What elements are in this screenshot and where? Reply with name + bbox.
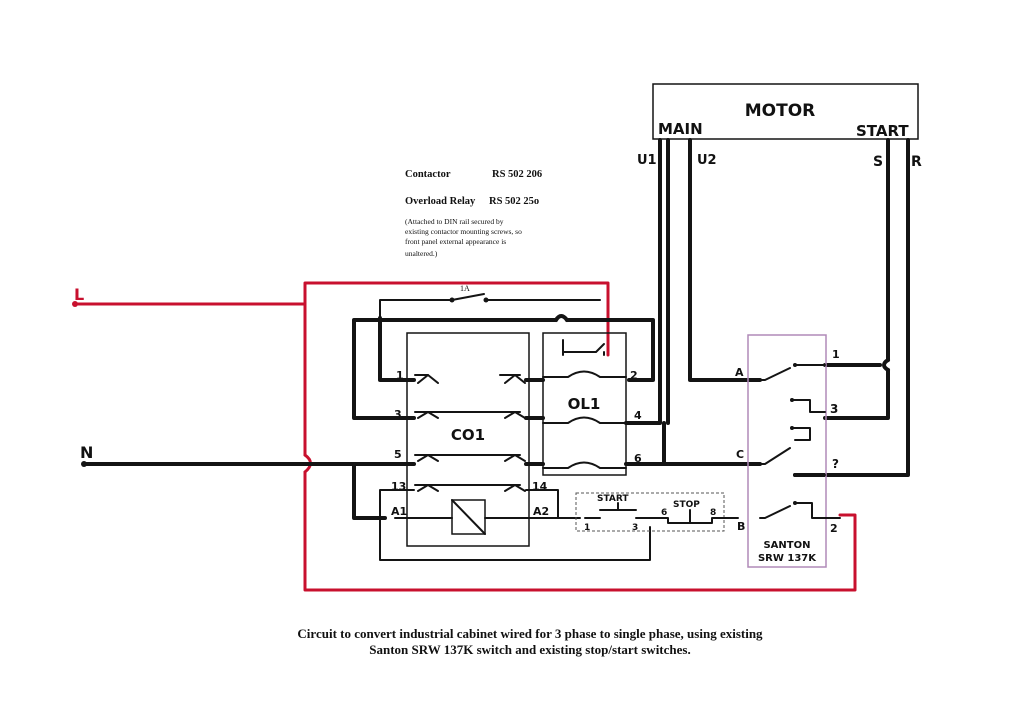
u2-label: U2 bbox=[697, 153, 717, 168]
fuse-wire-left bbox=[379, 299, 451, 319]
switch-output-2: 2 bbox=[830, 522, 838, 535]
start-button-contact bbox=[584, 502, 651, 519]
component-notes: Contactor RS 502 206 Overload Relay RS 5… bbox=[405, 169, 542, 258]
terminal-13: 13 bbox=[391, 480, 406, 493]
s-hop bbox=[882, 358, 890, 372]
fuse-contact bbox=[451, 293, 485, 301]
motor-box bbox=[652, 83, 919, 140]
stop-button-label: STOP bbox=[673, 500, 700, 510]
ol-4-to-u1 bbox=[624, 138, 662, 425]
overload-terminal-6: 6 bbox=[634, 452, 642, 465]
diagram-caption: Circuit to convert industrial cabinet wi… bbox=[200, 626, 860, 658]
overload-note-label: Overload Relay bbox=[405, 196, 476, 207]
overload-terminal-2: 2 bbox=[630, 369, 638, 382]
overload-ol1: OL1 2 4 6 bbox=[542, 332, 642, 476]
switch-input-b: B bbox=[737, 520, 745, 533]
switch-input-c: C bbox=[736, 448, 744, 461]
terminal-5: 5 bbox=[394, 448, 402, 461]
fuse-label: 1A bbox=[460, 284, 470, 293]
switch-name-1: SANTON bbox=[763, 540, 810, 551]
button-terminal-8: 8 bbox=[710, 508, 716, 518]
contactor-note-part: RS 502 206 bbox=[492, 169, 542, 180]
main-winding-label: MAIN bbox=[658, 120, 703, 138]
top-bus bbox=[372, 318, 655, 382]
contactor-box bbox=[406, 332, 530, 547]
switch-pole-a bbox=[759, 364, 826, 413]
terminal-1: 1 bbox=[396, 369, 404, 382]
contact-row-5 bbox=[414, 454, 526, 462]
stop-button-contact bbox=[649, 509, 739, 524]
start-button-label: START bbox=[597, 494, 629, 504]
motor: MOTOR MAIN START U1 U2 S R bbox=[637, 83, 922, 170]
button-terminal-6: 6 bbox=[661, 508, 667, 518]
switch-output-1: 1 bbox=[832, 348, 840, 361]
overload-terminal-4: 4 bbox=[634, 409, 642, 422]
contact-row-3 bbox=[414, 411, 526, 419]
power-wiring bbox=[352, 138, 910, 561]
caption-line-2: Santon SRW 137K switch and existing stop… bbox=[369, 642, 691, 657]
r-wire bbox=[793, 138, 910, 477]
neutral-terminal bbox=[81, 461, 87, 467]
buttons-box bbox=[575, 492, 725, 532]
aux-13-wire bbox=[379, 489, 651, 561]
switch-input-a: A bbox=[735, 366, 744, 379]
start-winding-label: START bbox=[856, 122, 909, 140]
mounting-note-3: front panel external appearance is bbox=[405, 237, 506, 246]
coil-diagonal bbox=[451, 499, 486, 535]
r-label: R bbox=[911, 154, 922, 170]
contact-row-13 bbox=[414, 484, 526, 492]
switch-output-unknown: ? bbox=[832, 457, 839, 471]
terminal-a1: A1 bbox=[391, 505, 407, 518]
switch-pole-c bbox=[759, 427, 826, 476]
line-label: L bbox=[74, 285, 84, 304]
switch-pole-b bbox=[759, 502, 841, 519]
start-stop-buttons: START STOP 1 3 6 8 bbox=[575, 492, 739, 533]
neutral-to-a1 bbox=[352, 462, 387, 520]
overload-label: OL1 bbox=[568, 395, 601, 413]
contactor-label: CO1 bbox=[451, 426, 485, 444]
overload-box bbox=[542, 332, 627, 476]
mounting-note-4: unaltered.) bbox=[405, 249, 438, 258]
switch-name-2: SRW 137K bbox=[758, 553, 817, 564]
neutral-label: N bbox=[80, 443, 93, 462]
top-bus-hop bbox=[554, 314, 569, 322]
terminal-a2: A2 bbox=[533, 505, 549, 518]
l-bus-vertical bbox=[303, 302, 857, 592]
overload-aux-contact bbox=[562, 339, 605, 356]
contact-row-1 bbox=[414, 374, 526, 384]
motor-label: MOTOR bbox=[745, 101, 816, 121]
s-wire bbox=[823, 138, 890, 420]
loop-left bbox=[352, 318, 416, 420]
overload-heater-1 bbox=[542, 370, 627, 378]
santon-switch: A C B 1 3 ? 2 SANTON SRW 137K bbox=[735, 334, 841, 568]
aux-14-wire bbox=[525, 489, 559, 519]
terminal-14: 14 bbox=[532, 480, 548, 493]
u1-label: U1 bbox=[637, 153, 657, 168]
overload-heater-2 bbox=[542, 416, 627, 424]
switch-box bbox=[747, 334, 827, 568]
switch-output-3: 3 bbox=[830, 402, 838, 416]
loop-to-terminal-1 bbox=[378, 316, 416, 382]
mounting-note-2: existing contactor mounting screws, so bbox=[405, 227, 522, 236]
fuse-pin-left bbox=[449, 297, 455, 303]
l-terminal bbox=[72, 301, 78, 307]
fuse-pin-right bbox=[483, 297, 489, 303]
overload-heater-3 bbox=[542, 461, 627, 469]
line-wiring bbox=[72, 281, 857, 592]
s-label: S bbox=[873, 154, 883, 170]
button-terminal-3: 3 bbox=[632, 523, 638, 533]
u2-wire bbox=[688, 138, 762, 382]
button-terminal-1: 1 bbox=[584, 523, 590, 533]
contactor-co1: CO1 1 3 5 13 A1 A2 14 bbox=[391, 332, 549, 547]
contactor-note-label: Contactor bbox=[405, 169, 451, 180]
overload-note-part: RS 502 25o bbox=[489, 196, 539, 207]
mounting-note-1: (Attached to DIN rail secured by bbox=[405, 217, 504, 226]
caption-line-1: Circuit to convert industrial cabinet wi… bbox=[297, 626, 763, 641]
terminal-3: 3 bbox=[394, 408, 402, 421]
fuse: 1A bbox=[379, 284, 601, 319]
